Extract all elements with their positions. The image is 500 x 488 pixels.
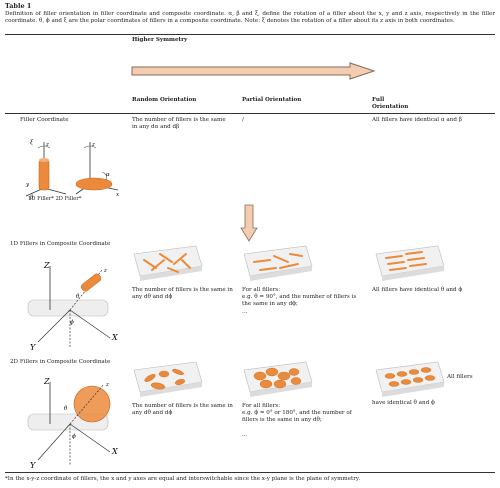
table-label: Table 1	[5, 2, 32, 10]
table-caption: Definition of filler orientation in fill…	[5, 11, 495, 24]
down-arrow	[240, 204, 258, 242]
header-rule	[5, 113, 495, 114]
composite-1d-axis-theta: θ	[76, 294, 80, 300]
row-1d-partial-1: For all fillers:	[242, 287, 281, 293]
composite-2d-axis-Z: Z	[43, 377, 50, 386]
filler-1d-axis-y: y	[25, 182, 30, 188]
row-2d-full-a: All fillers	[447, 374, 473, 380]
row-filler-random: The number of fillers is the same in any…	[132, 117, 226, 130]
composite-2d-axis-Y: Y	[30, 461, 36, 470]
composite-1d-axis-Z: Z	[43, 261, 50, 270]
tray-2d-full	[375, 361, 445, 397]
row-1d-random: The number of fillers is the same in any…	[132, 287, 233, 300]
filler-1d-axis-xi: ξ	[30, 140, 34, 146]
composite-1d-axis-Y: Y	[30, 343, 36, 352]
top-rule	[5, 34, 495, 35]
row-filler-label: Filler Coordinate	[20, 117, 69, 123]
row-filler-partial: /	[242, 117, 244, 123]
row-2d-full-b: have identical θ and ϕ	[372, 400, 435, 406]
bottom-rule	[5, 472, 495, 473]
col-full-header: Full Orientation	[372, 97, 409, 110]
filler-2d-axis-x: x	[116, 192, 120, 198]
row-1d-label: 1D Fillers in Composite Coordinate	[10, 241, 111, 247]
filler-1d-axis-beta: β	[29, 195, 33, 201]
higher-symmetry-arrow	[131, 62, 376, 80]
row-1d-partial-2: e.g. θ = 90°, and the number of fillers …	[242, 294, 357, 307]
tray-1d-full	[375, 245, 445, 281]
composite-2d-axis-theta: θ	[64, 406, 68, 412]
filler-legend: 1D Filler* 2D Filler*	[28, 196, 82, 202]
row-1d-full: All fillers have identical θ and ϕ	[372, 287, 463, 293]
row-2d-partial-2: e.g. ϕ = 0° or 180°, and the number of f…	[242, 410, 352, 423]
row-2d-partial-3: …	[242, 432, 248, 438]
composite-2d-axis-z: z	[105, 382, 109, 388]
filler-1d-axis-z: z	[45, 142, 49, 148]
col-random-header: Random Orientation	[132, 97, 197, 103]
row-2d-partial-1: For all fillers:	[242, 403, 281, 409]
row-filler-full: All fillers have identical α and β	[372, 117, 462, 123]
tray-1d-partial	[243, 245, 313, 281]
row-2d-random: The number of fillers is the same in any…	[132, 403, 233, 416]
tray-1d-random	[133, 245, 203, 281]
composite-1d-axis-phi: ϕ	[70, 320, 74, 326]
composite-1d-axis-X: X	[111, 333, 118, 342]
composite-2d-diagram: Z X Y θ ϕ z	[27, 377, 118, 470]
higher-symmetry-label: Higher Symmetry	[132, 37, 188, 43]
row-1d-partial-3: …	[242, 309, 248, 315]
composite-2d-axis-phi: ϕ	[72, 434, 76, 440]
filler-1d-diagram: z ξ y β	[25, 140, 67, 201]
composite-1d-axis-z: z	[103, 268, 107, 274]
row-2d-label: 2D Fillers in Composite Coordinate	[10, 359, 111, 365]
composite-2d-axis-X: X	[111, 447, 118, 456]
table-footnote: *In the x-y-z coordinate of fillers, the…	[5, 476, 361, 482]
col-partial-header: Partial Orientation	[242, 97, 302, 103]
filler-2d-axis-z: z	[91, 142, 95, 148]
filler-2d-axis-alpha: α	[106, 172, 110, 178]
filler-2d-diagram: z α x	[75, 142, 120, 198]
composite-1d-diagram: Z X Y θ ϕ z	[27, 261, 118, 352]
tray-2d-random	[133, 361, 203, 397]
tray-2d-partial	[243, 361, 313, 397]
